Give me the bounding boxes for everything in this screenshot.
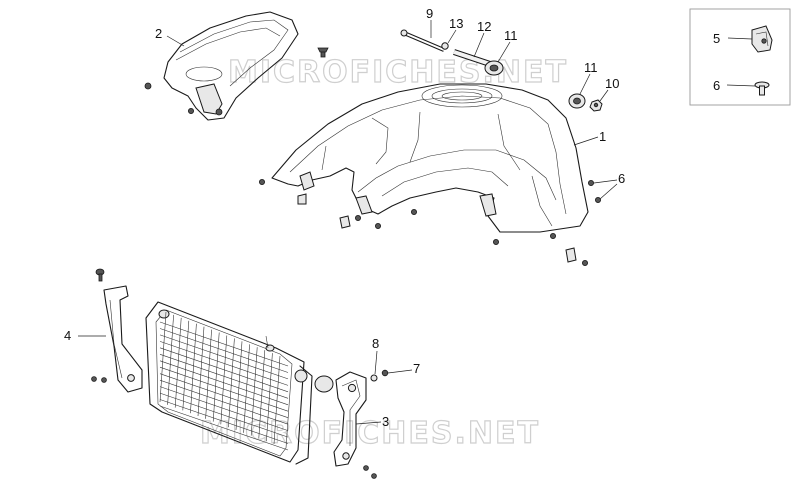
tank-cover-part-2 bbox=[163, 11, 299, 121]
radiator-tube bbox=[159, 405, 289, 451]
radiator-tube bbox=[159, 341, 289, 386]
leader-line bbox=[447, 29, 457, 44]
leader-line bbox=[166, 35, 185, 47]
screw-part-6-legend bbox=[754, 81, 770, 96]
screw-icon bbox=[550, 232, 557, 239]
screw-icon bbox=[410, 208, 417, 215]
leader-line bbox=[727, 37, 753, 40]
radiator-fin bbox=[250, 347, 258, 436]
washer-icon bbox=[371, 473, 377, 479]
radiator-tube bbox=[159, 392, 289, 438]
callout-6: 6 bbox=[713, 78, 720, 93]
radiator-fin bbox=[258, 350, 266, 439]
radiator bbox=[145, 301, 334, 465]
watermark-top: MICROFICHES.NET bbox=[228, 55, 568, 90]
callout-7: 7 bbox=[413, 361, 420, 376]
radiator-tube bbox=[159, 334, 289, 380]
screw-icon bbox=[258, 178, 265, 185]
clip-nut-icon bbox=[339, 215, 351, 229]
radiator-fin bbox=[174, 317, 182, 408]
washer-part-13 bbox=[441, 42, 449, 50]
screw-icon bbox=[317, 47, 329, 58]
radiator-fin bbox=[190, 323, 197, 414]
callout-6: 6 bbox=[618, 171, 625, 186]
fastener-legend-box bbox=[689, 8, 791, 106]
radiator-tube bbox=[159, 328, 289, 373]
callout-12: 12 bbox=[477, 19, 491, 34]
radiator-bracket-part-3 bbox=[333, 371, 367, 467]
screw-part-7 bbox=[381, 369, 389, 377]
leader-line bbox=[726, 84, 756, 87]
callout-13: 13 bbox=[449, 16, 463, 31]
radiator-fin bbox=[205, 329, 212, 419]
callout-3: 3 bbox=[382, 414, 389, 429]
callout-9: 9 bbox=[426, 6, 433, 21]
bushing-part-11-upper bbox=[484, 60, 504, 76]
leader-line bbox=[374, 350, 378, 375]
radiator-fin bbox=[212, 332, 220, 422]
radiator-tube bbox=[159, 354, 289, 399]
screw-icon bbox=[354, 214, 361, 221]
callout-11: 11 bbox=[584, 60, 598, 75]
bushing-part-11-lower bbox=[568, 93, 586, 109]
screw-icon bbox=[492, 238, 499, 245]
washer-icon bbox=[101, 377, 107, 383]
leader-line bbox=[579, 73, 591, 95]
leader-line bbox=[387, 369, 413, 374]
clip-nut-icon bbox=[565, 247, 577, 263]
radiator-tube bbox=[159, 386, 289, 431]
callout-10: 10 bbox=[605, 76, 619, 91]
leader-line bbox=[593, 179, 618, 184]
radiator-tube bbox=[159, 373, 289, 418]
fuel-tank-shell-part-1 bbox=[271, 83, 589, 233]
screw-icon bbox=[363, 465, 369, 471]
callout-5: 5 bbox=[713, 31, 720, 46]
radiator-fin bbox=[167, 314, 174, 405]
watermark-bottom: MICROFICHES.NET bbox=[200, 416, 540, 451]
radiator-fin bbox=[273, 355, 281, 445]
leader-line bbox=[473, 32, 485, 58]
bolt-icon bbox=[95, 268, 105, 282]
radiator-fin bbox=[266, 353, 273, 442]
radiator-tube bbox=[159, 379, 289, 425]
screw-icon bbox=[595, 196, 602, 203]
radiator-tube bbox=[159, 399, 289, 444]
nut-part-10 bbox=[589, 99, 603, 112]
callout-8: 8 bbox=[372, 336, 379, 351]
radiator-bracket-part-4 bbox=[103, 285, 143, 393]
screw-icon bbox=[91, 376, 97, 382]
callout-11: 11 bbox=[504, 28, 518, 43]
screw-icon bbox=[187, 108, 194, 115]
leader-line bbox=[599, 89, 609, 102]
rod-part-12 bbox=[453, 49, 491, 67]
screw-icon bbox=[144, 82, 152, 90]
radiator-fin bbox=[182, 320, 190, 411]
screw-icon bbox=[374, 222, 381, 229]
leader-line bbox=[355, 421, 382, 425]
callout-1: 1 bbox=[599, 129, 606, 144]
leader-line bbox=[497, 41, 511, 63]
screw-icon bbox=[588, 179, 595, 186]
radiator-fin bbox=[228, 338, 235, 428]
leader-line bbox=[599, 183, 618, 200]
pin-part-9 bbox=[400, 29, 445, 52]
radiator-fin bbox=[220, 335, 228, 425]
radiator-tube bbox=[159, 366, 289, 412]
leader-line bbox=[573, 136, 599, 146]
washer-part-8 bbox=[370, 374, 378, 382]
radiator-tube bbox=[159, 321, 289, 367]
radiator-tube bbox=[159, 347, 289, 393]
screw-icon bbox=[582, 259, 589, 266]
radiator-fin bbox=[197, 326, 205, 417]
clip-nut-icon bbox=[297, 193, 307, 205]
callout-4: 4 bbox=[64, 328, 71, 343]
radiator-tube bbox=[159, 360, 289, 406]
callout-2: 2 bbox=[155, 26, 162, 41]
clip-nut-part-5 bbox=[751, 25, 773, 53]
